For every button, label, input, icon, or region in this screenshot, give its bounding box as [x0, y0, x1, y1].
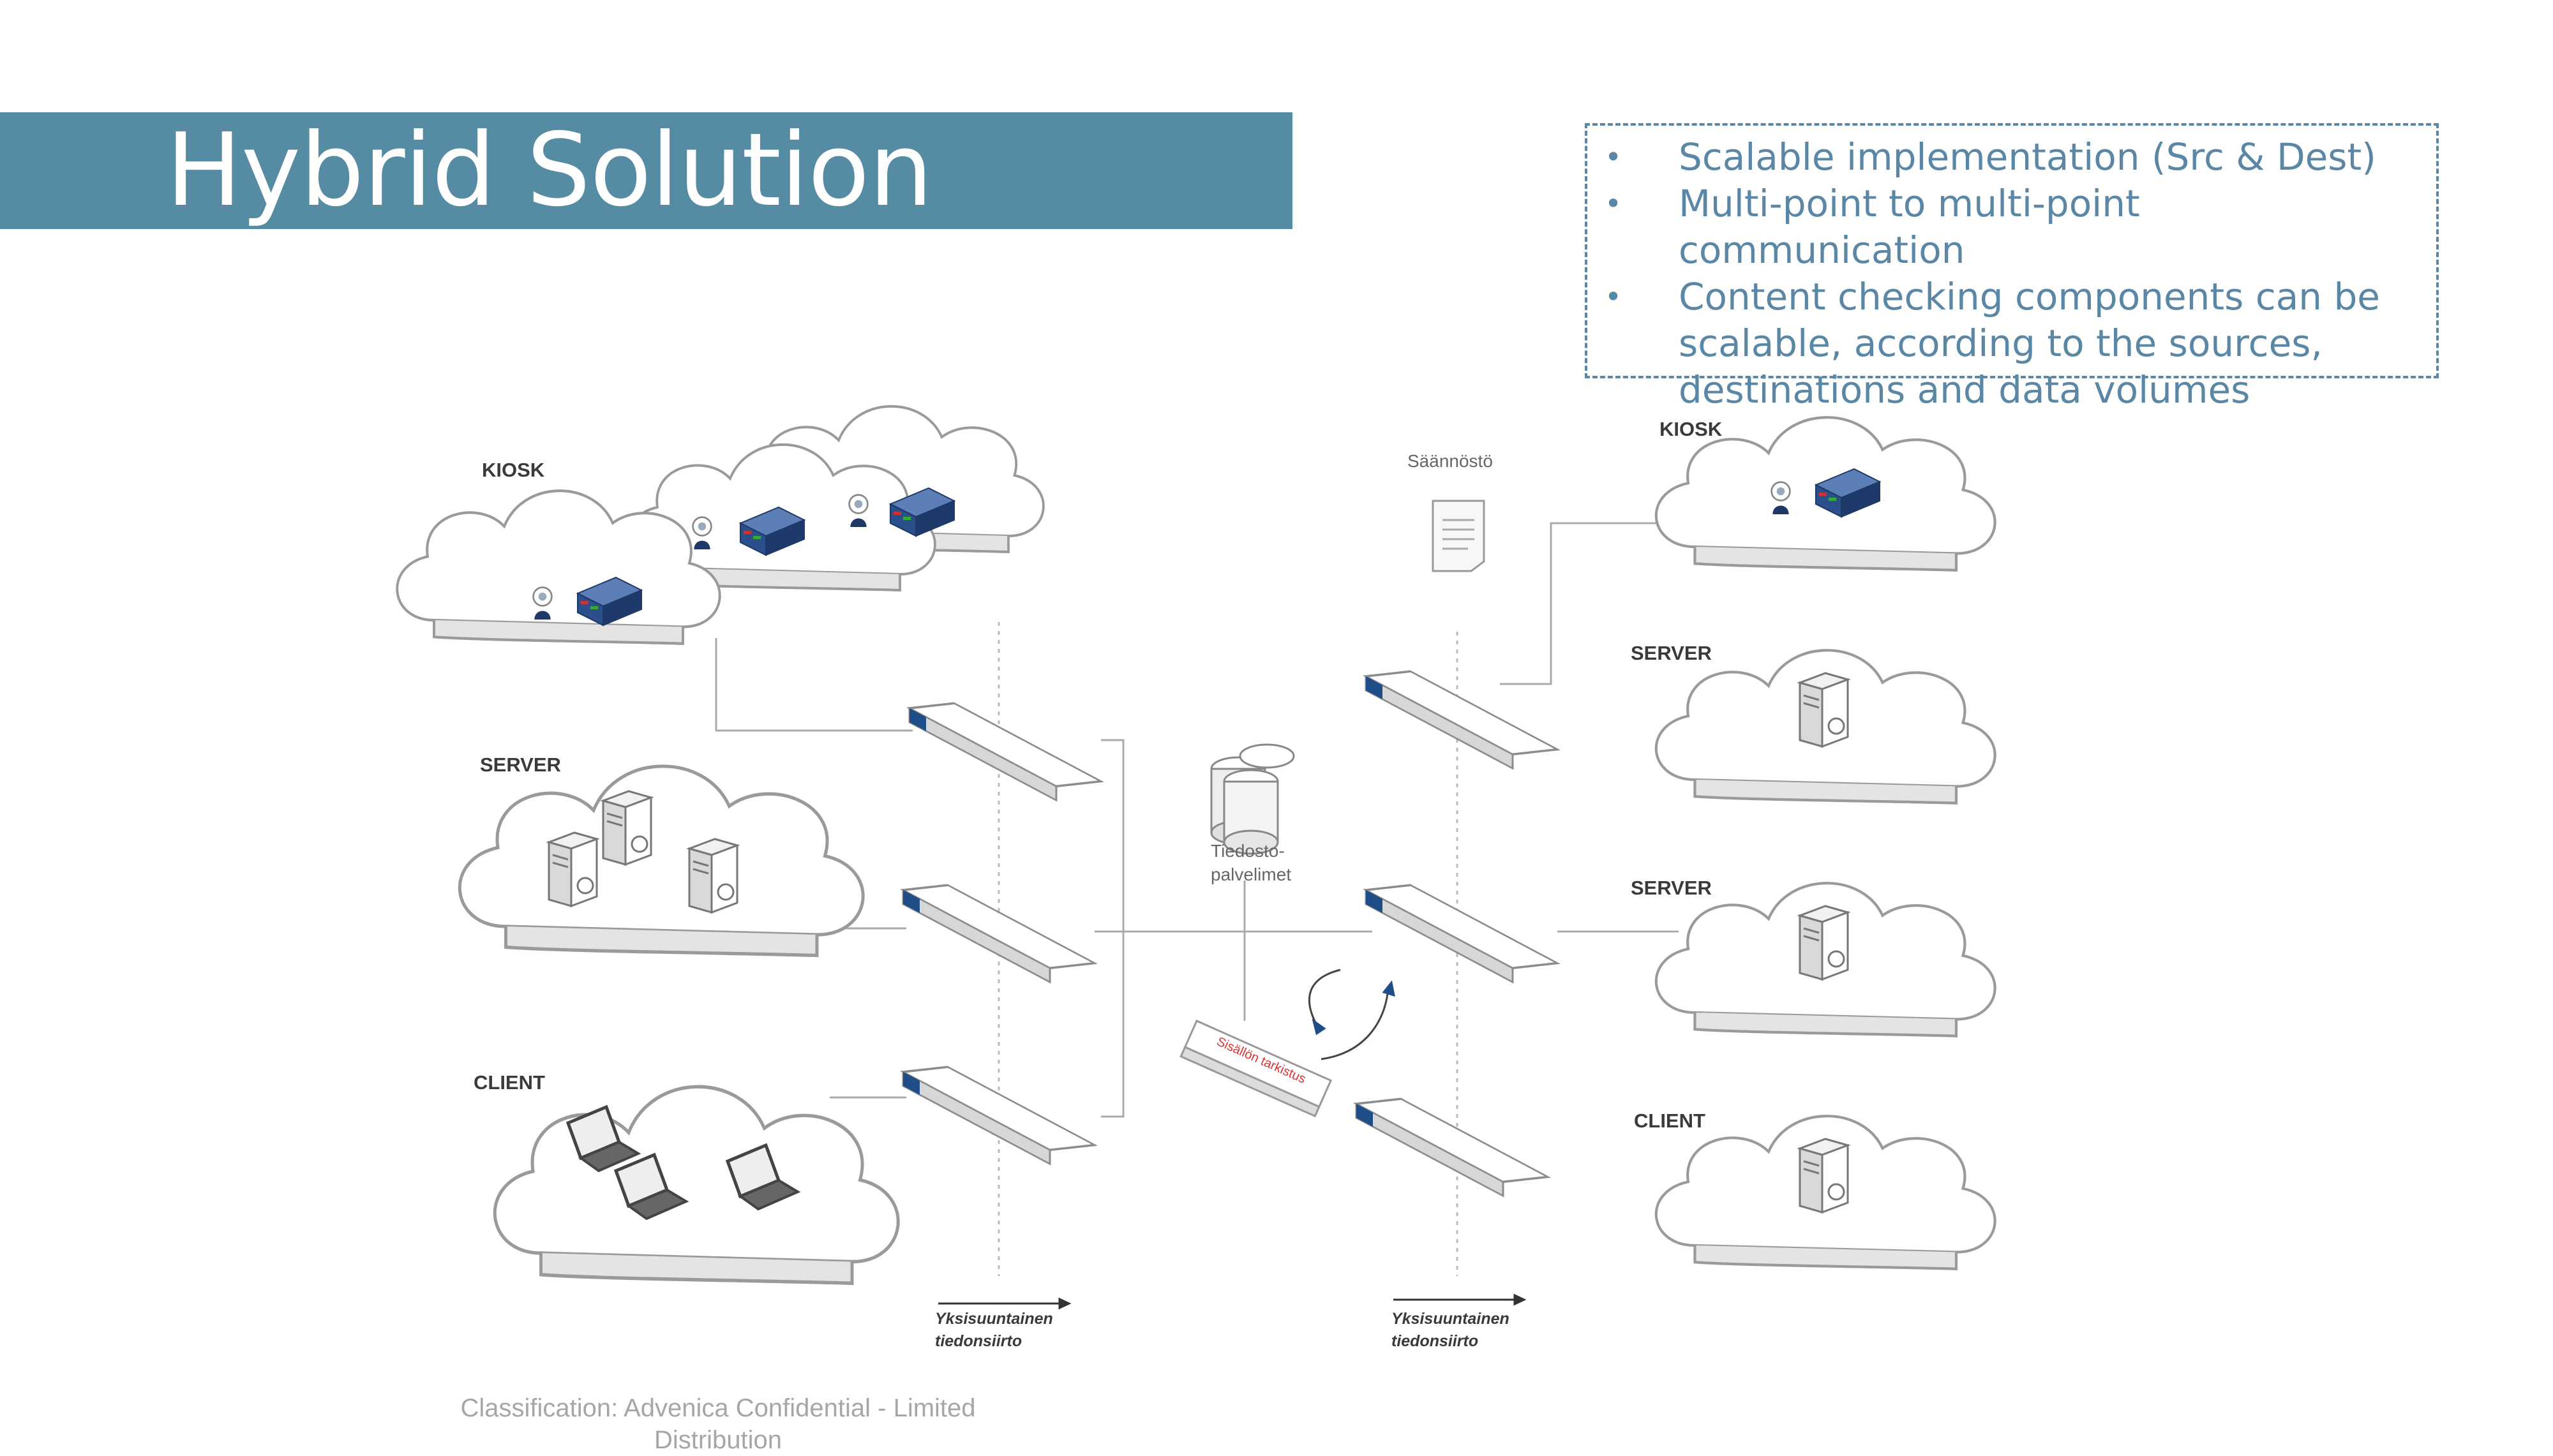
- bullet-dot-icon: •: [1605, 186, 1622, 221]
- client-cloud-right: [1656, 1116, 1995, 1269]
- bullet-item: • Multi-point to multi-point communicatio…: [1596, 181, 2425, 274]
- client-cloud-left: [495, 1087, 898, 1283]
- server-cloud-right-1: [1656, 650, 1995, 803]
- footer-line-2: Distribution: [654, 1426, 782, 1454]
- classification-footer: Classification: Advenica Confidential - …: [383, 1392, 1053, 1456]
- one-way-arrows: [938, 1293, 1527, 1310]
- bullet-dot-icon: •: [1605, 279, 1622, 314]
- label-server-right-1: SERVER: [1631, 642, 1712, 664]
- footer-line-1: Classification: Advenica Confidential - …: [460, 1394, 976, 1422]
- bullet-text: Content checking components can be scala…: [1679, 275, 2380, 412]
- title-bar: Hybrid Solution: [0, 112, 1292, 229]
- label-oneway-right-2: tiedonsiirto: [1391, 1332, 1478, 1350]
- bullet-dot-icon: •: [1605, 140, 1622, 174]
- bullet-item: • Content checking components can be scal…: [1596, 274, 2425, 413]
- label-file-servers-1: Tiedosto-: [1211, 841, 1285, 861]
- label-client-left: CLIENT: [474, 1071, 545, 1094]
- kiosk-cloud-right: [1656, 417, 1995, 570]
- server-cloud-left: [460, 766, 863, 956]
- cycle-arrows-icon: [1308, 969, 1395, 1060]
- label-server-left: SERVER: [480, 754, 561, 776]
- label-kiosk-right: KIOSK: [1659, 418, 1723, 440]
- label-kiosk-left: KIOSK: [482, 459, 545, 481]
- content-check-device: [1179, 1020, 1333, 1118]
- server-cloud-right-2: [1656, 883, 1995, 1036]
- slide-title: Hybrid Solution: [166, 112, 933, 229]
- file-servers-icon: [1210, 743, 1295, 855]
- label-policy: Säännöstö: [1407, 451, 1493, 471]
- bullet-list: • Scalable implementation (Src & Dest) • M…: [1596, 134, 2425, 413]
- policy-document-icon: [1432, 500, 1485, 572]
- label-server-right-2: SERVER: [1631, 877, 1712, 899]
- bullet-text: Scalable implementation (Src & Dest): [1679, 135, 2376, 179]
- label-file-servers-2: palvelimet: [1211, 865, 1291, 884]
- data-diode-devices: [902, 646, 1559, 1207]
- label-oneway-left-2: tiedonsiirto: [935, 1332, 1022, 1350]
- kiosk-cloud-group: [397, 405, 1045, 644]
- label-oneway-left-1: Yksisuuntainen: [935, 1310, 1053, 1328]
- bullet-item: • Scalable implementation (Src & Dest): [1596, 134, 2425, 181]
- bullet-text: Multi-point to multi-point communication: [1679, 182, 2140, 272]
- label-oneway-right-1: Yksisuuntainen: [1391, 1310, 1509, 1328]
- label-client-right: CLIENT: [1634, 1110, 1705, 1132]
- bullet-box-border: [1585, 123, 2439, 378]
